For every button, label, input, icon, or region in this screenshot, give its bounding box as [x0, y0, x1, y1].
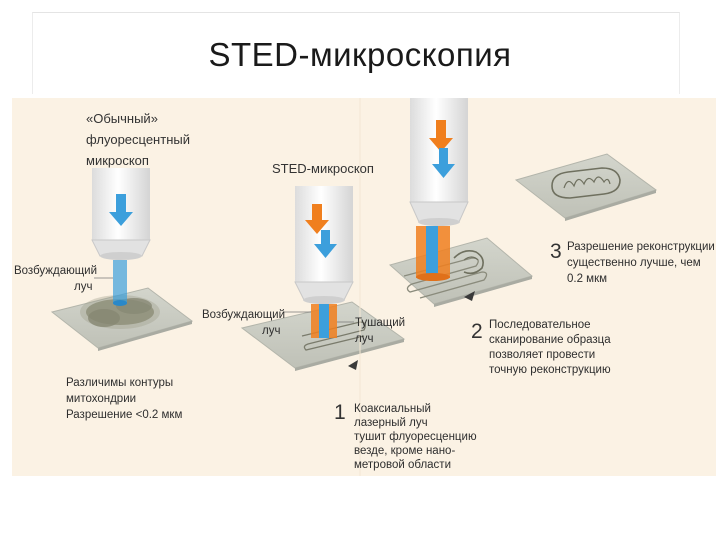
step-3-line-1: Разрешение реконструкции	[567, 241, 715, 253]
conventional-beam-label-line-2: луч	[74, 281, 93, 293]
mitochondrion-blur	[80, 295, 160, 329]
sted-excitation-label-line-1: Возбуждающий	[202, 309, 286, 321]
reconstruction-slide	[514, 153, 658, 221]
step-1-line-4: везде, кроме нано-	[354, 445, 456, 457]
mitochondrion-sharp-outline	[551, 167, 621, 199]
step-2-line-2: сканирование образца	[489, 334, 611, 346]
sted-figure: «Обычный» флуоресцентный микроскоп Возбу…	[12, 98, 716, 476]
conventional-beam-spot	[113, 300, 127, 306]
conventional-beam-label-line-1: Возбуждающий	[14, 265, 98, 277]
sted-excitation-beam	[319, 304, 329, 338]
scan-blue-arrow	[432, 148, 455, 178]
conventional-heading-line-1: «Обычный»	[86, 111, 158, 126]
step-2-line-4: точную реконструкцию	[489, 364, 611, 376]
step-3-line-3: 0.2 мкм	[567, 273, 608, 285]
step-2-line-3: позволяет провести	[489, 349, 596, 361]
reconstructed-trace-partial	[453, 250, 484, 275]
sted-excitation-label-line-2: луч	[262, 325, 281, 337]
scan-orange-arrow	[429, 120, 453, 152]
step-1-line-2: лазерный луч	[354, 417, 428, 429]
sted-depletion-label-line-1: Тушащий	[355, 317, 406, 329]
sted-depletion-label-line-2: луч	[355, 333, 374, 345]
step-2-line-1: Последовательное	[489, 319, 591, 331]
sted-blue-arrow	[314, 230, 337, 258]
step-1-line-1: Коаксиальный	[354, 403, 431, 415]
scan-spot	[416, 273, 450, 281]
conventional-heading-line-2: флуоресцентный	[86, 132, 190, 147]
conventional-excitation-beam	[113, 260, 127, 304]
scan-excitation-beam	[426, 226, 438, 278]
sted-illustration	[50, 98, 658, 476]
step-3-line-2: существенно лучше, чем	[567, 257, 701, 269]
scan-path-arrow	[464, 291, 475, 301]
slide-title: STED-микроскопия	[208, 36, 512, 73]
scan-sample-slide	[388, 237, 534, 307]
conventional-caption-line-1: Различимы контуры	[66, 377, 174, 389]
sted-orange-arrow	[305, 204, 329, 234]
title-frame	[32, 12, 680, 94]
step-1-line-5: метровой области	[354, 459, 451, 471]
conventional-caption-line-2: митохондрии	[66, 393, 137, 405]
sted-heading: STED-микроскоп	[272, 161, 374, 176]
sted-scan-arrow	[348, 360, 358, 370]
conventional-caption-line-3: Разрешение <0.2 мкм	[66, 409, 183, 421]
step-1-number: 1	[334, 401, 346, 424]
conventional-blue-arrow	[109, 194, 133, 226]
step-3-number: 3	[550, 240, 562, 263]
conventional-heading-line-3: микроскоп	[86, 153, 149, 168]
step-2-number: 2	[471, 320, 483, 343]
step-1-line-3: тушит флуоресценцию	[354, 431, 477, 443]
